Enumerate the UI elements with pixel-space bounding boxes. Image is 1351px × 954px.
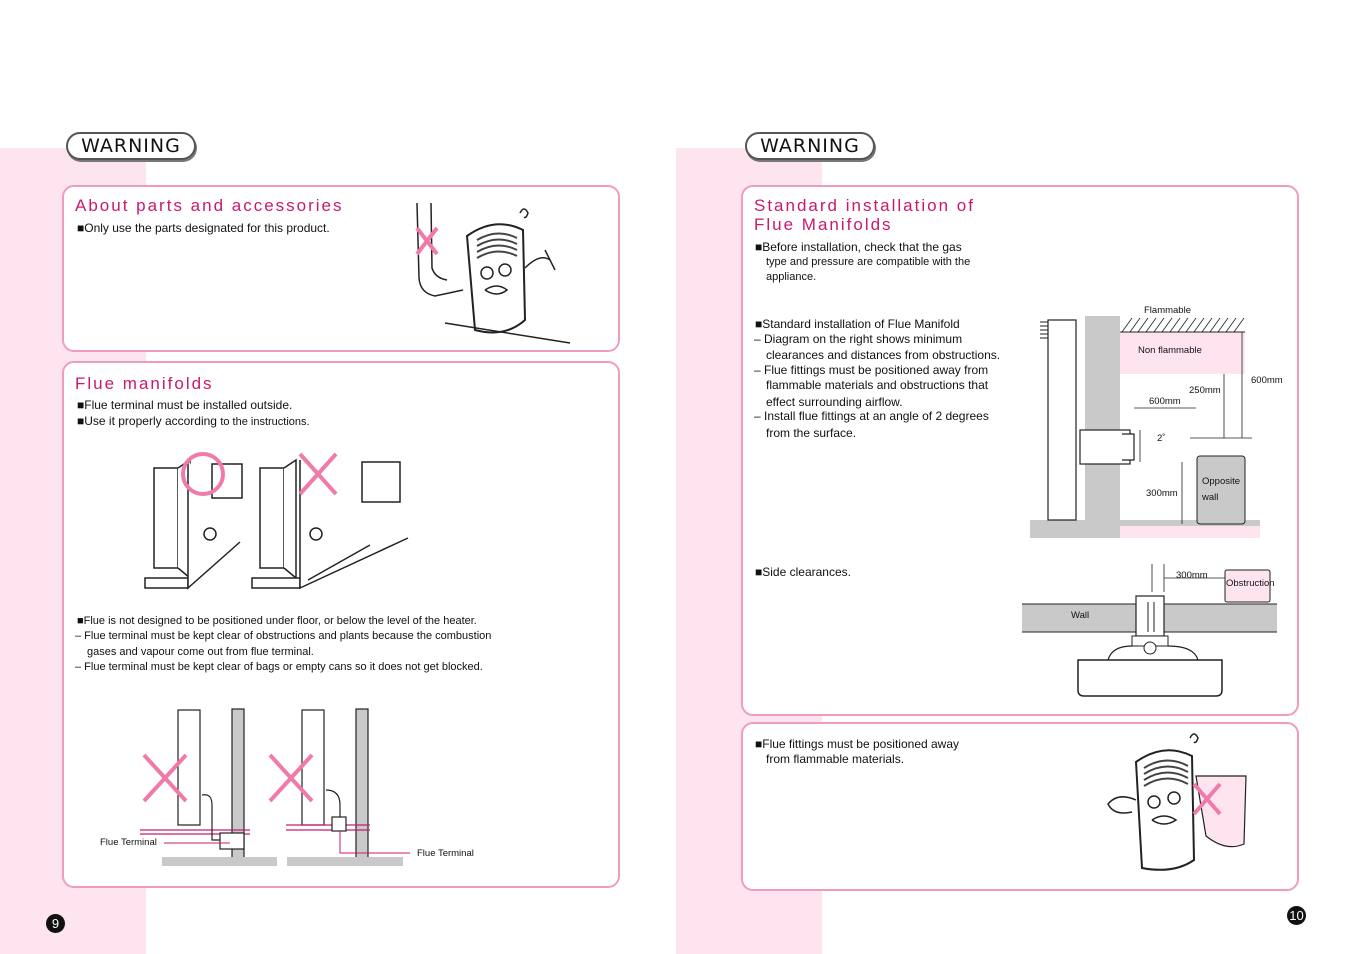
terminal-position-diagram xyxy=(144,452,409,590)
std-title-1: Standard installation of xyxy=(754,196,975,215)
std-line-5: flammable materials and obstructions tha… xyxy=(766,378,989,392)
clearance-diagram xyxy=(1030,316,1260,538)
std-title-2: Flue Manifolds xyxy=(754,215,893,234)
label-600mm-right: 600mm xyxy=(1251,375,1283,386)
heater-mascot-illustration xyxy=(415,202,571,344)
flue-note-1: ■Flue is not designed to be positioned u… xyxy=(77,615,477,627)
std-line-1: ■Standard installation of Flue Manifold xyxy=(755,317,960,331)
bottom-text-2: from flammable materials. xyxy=(766,752,905,766)
floor-terminal-diagram xyxy=(140,708,410,866)
heater-curtain-illustration xyxy=(1107,733,1247,871)
flue-section xyxy=(62,361,620,888)
label-600mm-mid: 600mm xyxy=(1149,396,1181,407)
bottom-text-1: ■Flue fittings must be positioned away xyxy=(755,737,960,751)
flue-note-4: – Flue terminal must be kept clear of ba… xyxy=(75,661,483,673)
label-opposite: Opposite xyxy=(1202,476,1241,487)
warning-badge-left: WARNING xyxy=(66,132,196,160)
std-line-3: clearances and distances from obstructio… xyxy=(766,348,1001,362)
flue-title: Flue manifolds xyxy=(75,374,214,393)
flue-text-2: ■Use it properly according to the instru… xyxy=(77,414,310,428)
std-line-4: – Flue fittings must be positioned away … xyxy=(754,363,989,377)
label-angle: 2˚ xyxy=(1157,433,1166,444)
std-before-2: type and pressure are compatible with th… xyxy=(766,256,971,268)
std-line-2: – Diagram on the right shows minimum xyxy=(754,332,963,346)
flue-note-2: – Flue terminal must be kept clear of ob… xyxy=(75,630,492,642)
parts-title: About parts and accessories xyxy=(75,196,344,215)
label-250mm: 250mm xyxy=(1189,385,1221,396)
side-clearances-text: ■Side clearances. xyxy=(755,565,851,579)
page-number-left: 9 xyxy=(46,914,65,933)
label-side-300mm: 300mm xyxy=(1176,570,1208,581)
label-300mm: 300mm xyxy=(1146,488,1178,499)
parts-text: ■Only use the parts designated for this … xyxy=(77,221,330,235)
label-obstruction: Obstruction xyxy=(1226,578,1275,589)
std-before-1: ■Before installation, check that the gas xyxy=(755,240,962,254)
side-clearance-diagram xyxy=(1022,564,1277,697)
std-line-7: – Install flue fittings at an angle of 2… xyxy=(754,409,989,423)
label-non-flammable: Non flammable xyxy=(1138,345,1202,356)
flue-note-3: gases and vapour come out from flue term… xyxy=(87,646,314,658)
label-flammable: Flammable xyxy=(1144,305,1191,316)
flue-terminal-label-b: Flue Terminal xyxy=(417,848,474,859)
std-before-3: appliance. xyxy=(766,271,817,283)
page-number-right: 10 xyxy=(1287,906,1306,925)
parts-section xyxy=(62,185,620,352)
flue-text-1: ■Flue terminal must be installed outside… xyxy=(77,398,293,412)
std-line-8: from the surface. xyxy=(766,426,857,440)
std-line-6: effect surrounding airflow. xyxy=(766,395,903,409)
flue-terminal-label-a: Flue Terminal xyxy=(100,837,157,848)
warning-badge-right: WARNING xyxy=(745,132,875,160)
label-wall-opposite: wall xyxy=(1202,492,1219,503)
label-wall: Wall xyxy=(1071,610,1090,621)
